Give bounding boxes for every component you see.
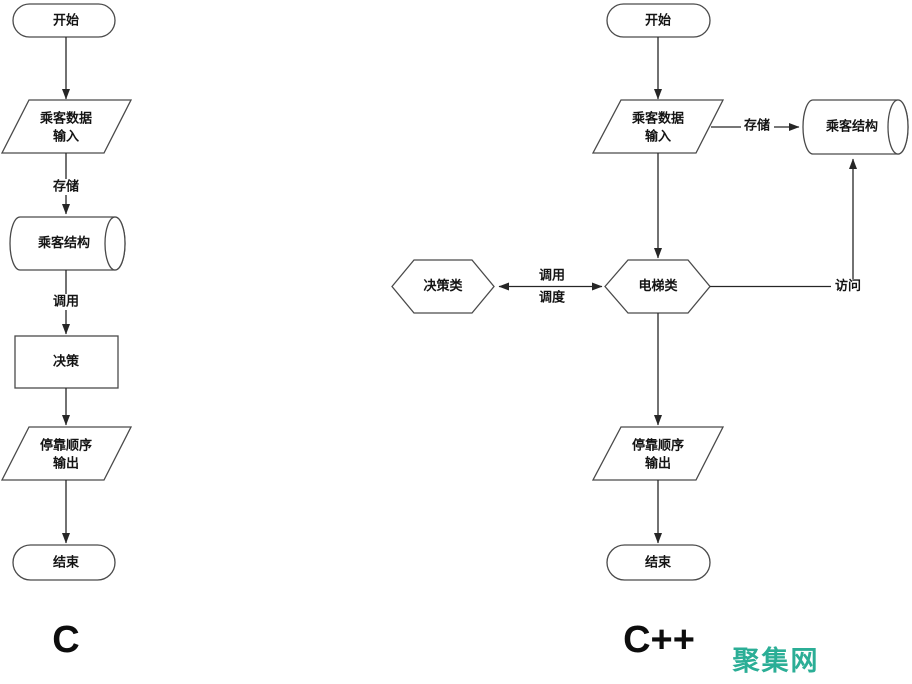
- cpp-access-edge-label: 访问: [835, 278, 861, 294]
- cpp-output-label-line2: 输出: [645, 456, 671, 472]
- cpp-edge-elevator-store-access: [710, 158, 857, 288]
- c-input-label-line2: 输入: [53, 129, 79, 145]
- cpp-call-edge-label-line2: 调度: [539, 290, 566, 306]
- flowchart-c: 开始 乘客数据 输入 存储 乘客结构 调用 决策 停靠顺序 输出 结束 C: [0, 3, 133, 661]
- c-store-cylinder-cap: [104, 216, 126, 271]
- cpp-store-edge-label-bg: [741, 118, 774, 135]
- c-call-edge-label-bg: [50, 294, 82, 310]
- flowchart-cpp: 开始 乘客数据 输入 存储 乘客结构 电梯类 决策类 调用 调度 访问 停靠顺: [391, 3, 909, 661]
- c-start-label: 开始: [53, 13, 79, 29]
- cpp-store-cylinder-cap: [887, 99, 909, 155]
- c-decision-label: 决策: [53, 354, 80, 370]
- cpp-access-edge-label-bg: [831, 279, 865, 295]
- cpp-decision-class-label: 决策类: [423, 278, 463, 294]
- c-decision-rect: [14, 335, 119, 389]
- c-store-edge-label-bg: [50, 179, 82, 195]
- cpp-output-label-line1: 停靠顺序: [632, 438, 684, 454]
- cpp-input-label-line1: 乘客数据: [631, 111, 684, 127]
- c-call-edge-label: 调用: [53, 295, 79, 310]
- c-store-label: 乘客结构: [37, 235, 90, 251]
- cpp-decision-class-hexagon: [391, 259, 495, 314]
- cpp-call-edge-label-line1: 调用: [539, 269, 565, 284]
- c-end-terminator: [12, 544, 116, 581]
- cpp-output-parallelogram: [591, 426, 725, 481]
- cpp-caption: C++: [623, 619, 695, 661]
- c-caption: C: [52, 619, 79, 661]
- cpp-end-label: 结束: [645, 555, 672, 571]
- cpp-input-parallelogram: [591, 99, 725, 154]
- watermark-juji-logo: 聚集网: [732, 645, 820, 676]
- c-start-terminator: [12, 3, 116, 38]
- c-input-label-line1: 乘客数据: [39, 111, 92, 127]
- cpp-end-terminator: [606, 544, 711, 581]
- cpp-store-edge-label: 存储: [744, 118, 770, 134]
- c-output-label-line2: 输出: [53, 456, 79, 472]
- cpp-start-label: 开始: [645, 13, 671, 29]
- cpp-elevator-class-label: 电梯类: [638, 278, 678, 294]
- c-input-parallelogram: [0, 99, 133, 154]
- cpp-store-label: 乘客结构: [825, 119, 878, 135]
- c-store-edge-label: 存储: [53, 179, 79, 195]
- cpp-input-label-line2: 输入: [645, 129, 671, 145]
- c-output-label-line1: 停靠顺序: [40, 438, 92, 454]
- c-end-label: 结束: [53, 555, 80, 571]
- c-output-parallelogram: [0, 426, 133, 481]
